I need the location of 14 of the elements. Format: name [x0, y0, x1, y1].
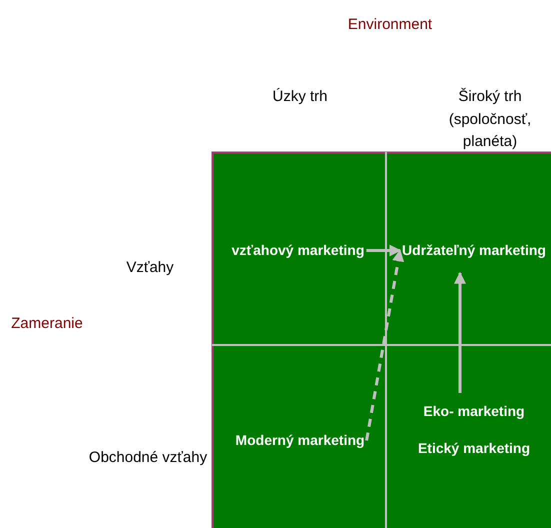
quadrant-text: Udržateľný marketing	[402, 241, 546, 260]
arrow	[365, 249, 404, 441]
axis-title: Zameranie	[11, 314, 83, 334]
quadrant-text: Etický marketing	[418, 439, 530, 458]
quadrant-text: vzťahový marketing	[232, 241, 364, 260]
axis-title: Environment	[348, 15, 432, 35]
axis-label: Vzťahy	[126, 258, 174, 278]
axis-label: Obchodné vzťahy	[88, 448, 208, 468]
arrow	[366, 244, 402, 256]
axis-label: Úzky trh	[272, 87, 328, 107]
arrow	[454, 272, 466, 393]
quadrant-text: Moderný marketing	[235, 431, 365, 450]
axis-label: Široký trh (spoločnosť, planéta)	[448, 86, 532, 152]
quadrant-text: Eko- marketing	[422, 402, 526, 421]
